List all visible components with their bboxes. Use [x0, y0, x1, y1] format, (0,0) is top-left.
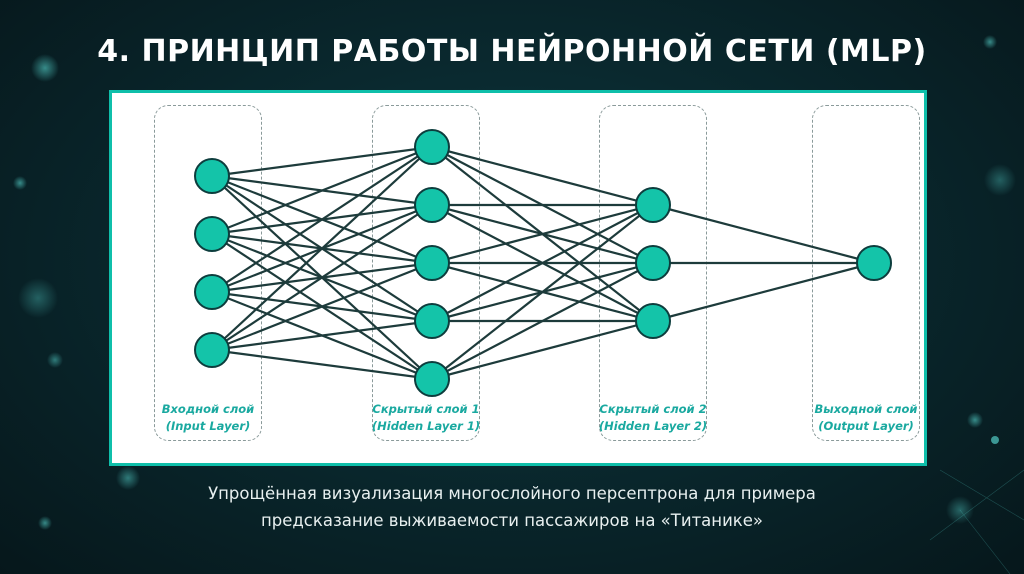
connection-l1n3-l2n0 [431, 204, 654, 322]
connection-l2n0-l3n0 [652, 203, 875, 265]
neurons [194, 129, 892, 397]
slide-caption: Упрощённая визуализация многослойного пе… [0, 480, 1024, 534]
connection-l0n3-l1n3 [211, 319, 433, 352]
neuron-layer0-1 [194, 216, 230, 252]
connection-l0n3-l1n0 [211, 146, 433, 351]
connection-l0n2-l1n0 [211, 146, 433, 293]
connection-l2n2-l3n0 [652, 261, 875, 323]
input-layer-subname: (Input Layer) [165, 419, 251, 433]
neuron-layer2-0 [635, 187, 671, 223]
hidden-layer-2-label: Скрытый слой 2 (Hidden Layer 2) [583, 401, 723, 435]
hidden-layer-1-subname: (Hidden Layer 1) [371, 419, 481, 433]
output-layer-group [812, 105, 920, 441]
hidden-layer-1-label: Скрытый слой 1 (Hidden Layer 1) [356, 401, 496, 435]
neuron-layer1-4 [414, 361, 450, 397]
connection-l1n4-l2n1 [431, 262, 654, 380]
network-graph [194, 129, 892, 397]
input-layer-label: Входной слой (Input Layer) [138, 401, 278, 435]
caption-line-1: Упрощённая визуализация многослойного пе… [208, 484, 816, 503]
connection-l0n1-l1n0 [211, 145, 433, 236]
neuron-layer1-0 [414, 129, 450, 165]
connection-l1n0-l2n0 [431, 145, 654, 207]
connection-l0n3-l1n2 [211, 261, 433, 352]
neuron-layer1-1 [414, 187, 450, 223]
output-layer-subname: (Output Layer) [818, 419, 914, 433]
network-diagram-panel: Входной слой (Input Layer) Скрытый слой … [109, 90, 927, 466]
output-layer-name: Выходной слой [814, 402, 918, 416]
hidden-layer-1-group [372, 105, 480, 441]
hidden-layer-2-group [599, 105, 707, 441]
connection-l1n2-l2n0 [431, 203, 654, 265]
output-layer-label: Выходной слой (Output Layer) [796, 401, 936, 435]
neuron-layer0-0 [194, 158, 230, 194]
connection-l0n0-l1n0 [211, 145, 433, 178]
neuron-layer2-1 [635, 245, 671, 281]
slide-title: 4. ПРИНЦИП РАБОТЫ НЕЙРОННОЙ СЕТИ (MLP) [97, 34, 927, 69]
connection-l1n4-l2n0 [431, 204, 654, 380]
input-layer-name: Входной слой [161, 402, 255, 416]
hidden-layer-2-name: Скрытый слой 2 [599, 402, 707, 416]
caption-line-2: предсказание выживаемости пассажиров на … [260, 511, 764, 530]
connection-l1n4-l2n2 [431, 319, 654, 381]
neuron-layer1-3 [414, 303, 450, 339]
connection-l0n3-l1n4 [211, 348, 433, 381]
connections [211, 145, 875, 381]
connection-l0n3-l1n1 [211, 204, 433, 351]
hidden-layer-1-name: Скрытый слой 1 [372, 402, 480, 416]
neuron-layer0-2 [194, 274, 230, 310]
neuron-layer2-2 [635, 303, 671, 339]
neuron-layer3-0 [856, 245, 892, 281]
neuron-layer1-2 [414, 245, 450, 281]
neuron-layer0-3 [194, 332, 230, 368]
hidden-layer-2-subname: (Hidden Layer 2) [598, 419, 708, 433]
